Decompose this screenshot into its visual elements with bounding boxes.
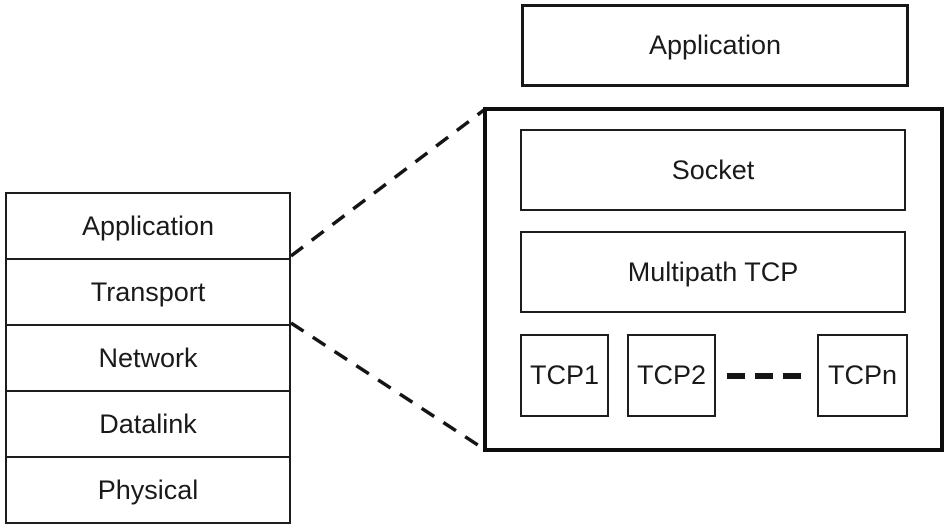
tcp-ellipsis-dashes [727, 373, 801, 379]
detail-application-box: Application [521, 4, 909, 87]
tcpn-box: TCPn [817, 334, 908, 417]
socket-box: Socket [520, 129, 906, 211]
stack-layer-physical: Physical [7, 456, 289, 522]
tcp1-box: TCP1 [520, 334, 609, 417]
stack-layer-application: Application [81, 210, 215, 241]
tcp2-box: TCP2 [627, 334, 716, 417]
zoom-connector-lower-line [290, 321, 485, 451]
stack-layer-datalink: Datalink [7, 390, 289, 456]
protocol-stack: Application Transport Network Datalink P… [5, 192, 291, 524]
multipath-tcp-box: Multipath TCP [520, 231, 906, 313]
stack-layer-transport: Transport [7, 258, 289, 324]
stack-layer-network: Network [7, 324, 289, 390]
zoom-connector-upper-line [289, 108, 486, 258]
